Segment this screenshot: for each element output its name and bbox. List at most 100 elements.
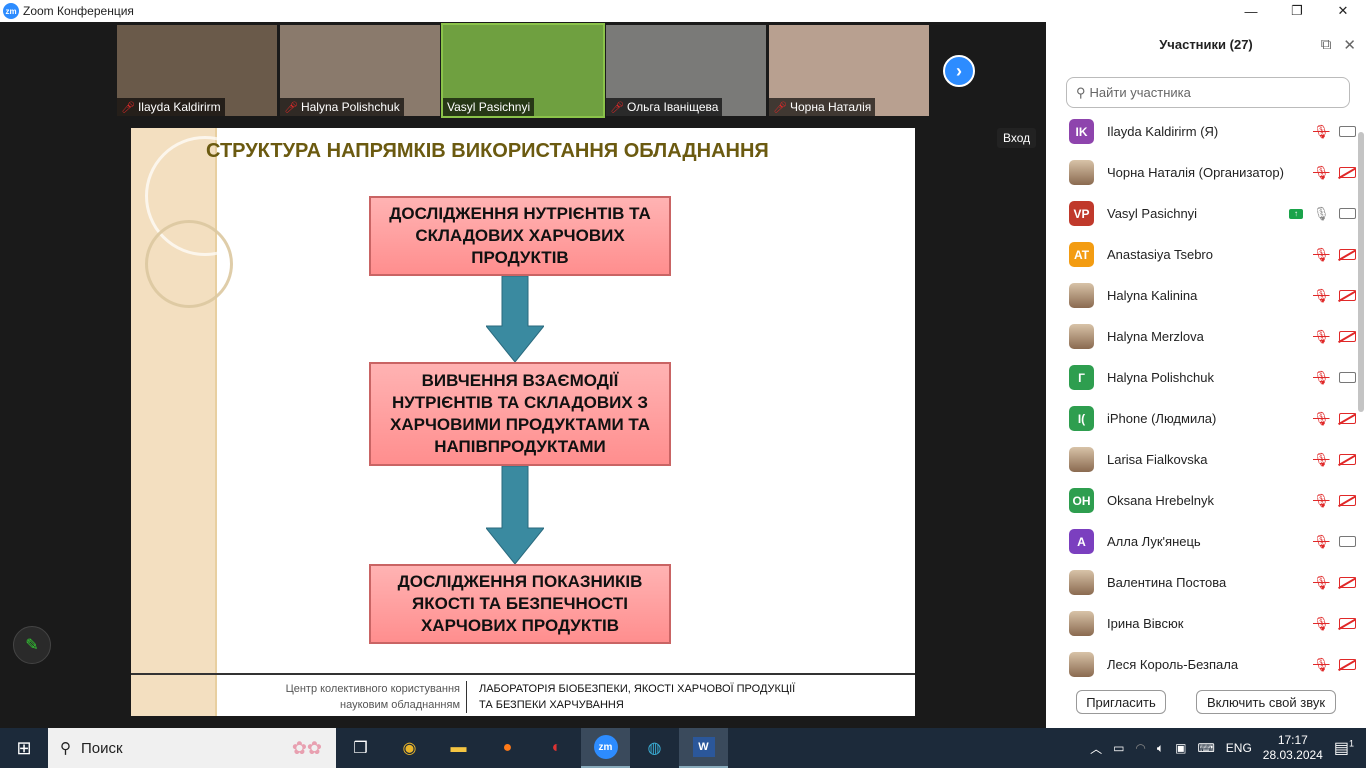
participant-name: iPhone (Людмила)	[1107, 411, 1217, 426]
camera-icon[interactable]	[1339, 536, 1356, 547]
camera-icon[interactable]	[1339, 372, 1356, 383]
camera-off-icon[interactable]	[1339, 167, 1356, 178]
mic-muted-icon[interactable]: 🎙︎	[1313, 574, 1330, 590]
camera-off-icon[interactable]	[1339, 249, 1356, 260]
participant-name: Ірина Вівсюк	[1107, 616, 1184, 631]
taskbar-search[interactable]: ⚲Поиск✿✿	[48, 728, 336, 768]
unmute-button[interactable]: Включить свой звук	[1196, 690, 1336, 714]
mic-muted-icon[interactable]: 🎙︎	[1313, 615, 1330, 631]
word-icon[interactable]: W	[679, 728, 728, 768]
participant-name: Чорна Наталія	[789, 100, 872, 114]
footer-left-line2: науковим обладнанням	[340, 699, 460, 711]
camera-off-icon[interactable]	[1339, 618, 1356, 629]
video-tile[interactable]: 🎤︎Halyna Polishchuk	[280, 25, 440, 116]
language-indicator[interactable]: ENG	[1225, 741, 1252, 755]
chrome-icon[interactable]: ◉	[402, 740, 417, 757]
participant-row[interactable]: Леся Король-Безпала 🎙︎	[1046, 644, 1356, 685]
video-tile[interactable]: 🎤︎Чорна Наталія	[769, 25, 929, 116]
camera-off-icon[interactable]	[1339, 577, 1356, 588]
close-button[interactable]: ✕	[1337, 3, 1349, 18]
avatar: AT	[1069, 242, 1094, 267]
camera-icon[interactable]	[1339, 208, 1356, 219]
ccleaner-icon[interactable]: ◐	[551, 739, 562, 756]
battery-icon[interactable]: ▭	[1113, 741, 1125, 755]
participant-row[interactable]: Чорна Наталія (Организатор) 🎙︎	[1046, 152, 1356, 193]
mic-muted-icon: 🎤︎	[610, 101, 624, 114]
participant-search-input[interactable]: ⚲Найти участника	[1066, 77, 1350, 108]
edge-icon[interactable]: ◍	[647, 740, 662, 757]
participant-row[interactable]: І( iPhone (Людмила) 🎙︎	[1046, 398, 1356, 439]
participant-row[interactable]: Larisa Fialkovska 🎙︎	[1046, 439, 1356, 480]
close-panel-icon[interactable]: ✕	[1343, 37, 1356, 54]
flow-box-1: ДОСЛІДЖЕННЯ НУТРІЄНТІВ ТА СКЛАДОВИХ ХАРЧ…	[369, 196, 671, 276]
video-name-label: Vasyl Pasichnyi	[443, 98, 535, 116]
mic-muted-icon[interactable]: 🎙︎	[1313, 287, 1330, 303]
participant-row[interactable]: Валентина Постова 🎙︎	[1046, 562, 1356, 603]
avatar: OH	[1069, 488, 1094, 513]
network-icon[interactable]: ▣	[1175, 741, 1187, 755]
mic-muted-icon[interactable]: 🎙︎	[1313, 164, 1330, 180]
down-arrow-icon	[486, 276, 544, 362]
zoom-logo-icon: zm	[3, 3, 19, 19]
camera-off-icon[interactable]	[1339, 331, 1356, 342]
mic-muted-icon[interactable]: 🎙︎	[1313, 410, 1330, 426]
video-tile[interactable]: 🎤︎Ilayda Kaldirirm	[117, 25, 277, 116]
camera-off-icon[interactable]	[1339, 454, 1356, 465]
task-view-icon[interactable]: ❒	[353, 740, 368, 757]
mic-icon[interactable]: 🎙︎	[1313, 205, 1330, 221]
keyboard-icon[interactable]: ⌨	[1197, 741, 1215, 755]
notification-icon[interactable]: ▤1	[1333, 738, 1354, 757]
invite-button[interactable]: Пригласить	[1076, 690, 1166, 714]
popout-icon[interactable]: ⧉	[1320, 36, 1332, 53]
mic-muted-icon[interactable]: 🎙︎	[1313, 328, 1330, 344]
volume-icon[interactable]: 🔈︎	[1156, 740, 1165, 755]
participants-title: Участники (27)	[1159, 37, 1253, 52]
mic-muted-icon[interactable]: 🎙︎	[1313, 246, 1330, 262]
zoom-taskbar-icon[interactable]: zm	[581, 728, 630, 768]
video-tile[interactable]: 🎤︎Ольга Іваніщева	[606, 25, 766, 116]
show-hidden-icons[interactable]: ︿	[1090, 741, 1103, 756]
search-icon: ⚲	[60, 740, 71, 757]
camera-off-icon[interactable]	[1339, 495, 1356, 506]
windows-start-icon[interactable]: ⊞	[16, 737, 32, 758]
mic-muted-icon[interactable]: 🎙︎	[1313, 656, 1330, 672]
video-name-label: 🎤︎Ilayda Kaldirirm	[117, 98, 225, 116]
camera-off-icon[interactable]	[1339, 659, 1356, 670]
participant-row[interactable]: Halyna Merzlova 🎙︎	[1046, 316, 1356, 357]
avatar: IK	[1069, 119, 1094, 144]
camera-off-icon[interactable]	[1339, 290, 1356, 301]
participant-name: Ilayda Kaldirirm	[137, 100, 221, 114]
footer-right-line1: ЛАБОРАТОРІЯ БІОБЕЗПЕКИ, ЯКОСТІ ХАРЧОВОЇ …	[479, 683, 796, 695]
shared-slide: СТРУКТУРА НАПРЯМКІВ ВИКОРИСТАННЯ ОБЛАДНА…	[131, 128, 915, 716]
annotate-pencil-button[interactable]: ✎	[13, 626, 51, 664]
exit-tooltip[interactable]: Вход	[997, 128, 1037, 148]
file-explorer-icon[interactable]: ▬	[450, 739, 467, 756]
taskbar-search-label: Поиск	[81, 739, 123, 757]
avatar: І(	[1069, 406, 1094, 431]
mic-muted-icon[interactable]: 🎙︎	[1313, 369, 1330, 385]
video-tile[interactable]: Vasyl Pasichnyi	[441, 23, 605, 118]
participant-name: Валентина Постова	[1107, 575, 1227, 590]
camera-off-icon[interactable]	[1339, 413, 1356, 424]
camera-icon[interactable]	[1339, 126, 1356, 137]
mic-muted-icon[interactable]: 🎙︎	[1313, 451, 1330, 467]
mic-muted-icon[interactable]: 🎙︎	[1313, 533, 1330, 549]
participant-row[interactable]: Ірина Вівсюк 🎙︎	[1046, 603, 1356, 644]
mic-muted-icon[interactable]: 🎙︎	[1313, 492, 1330, 508]
wifi-icon[interactable]: ◠	[1135, 741, 1146, 755]
participant-scrollbar[interactable]	[1358, 132, 1364, 412]
participant-row[interactable]: Halyna Kalinina 🎙︎	[1046, 275, 1356, 316]
mic-muted-icon[interactable]: 🎙︎	[1313, 123, 1330, 139]
maximize-button[interactable]: ❐	[1291, 3, 1303, 18]
next-videos-button[interactable]: ›	[943, 55, 975, 87]
firefox-icon[interactable]: ●	[502, 739, 513, 756]
minimize-button[interactable]: —	[1244, 3, 1258, 19]
